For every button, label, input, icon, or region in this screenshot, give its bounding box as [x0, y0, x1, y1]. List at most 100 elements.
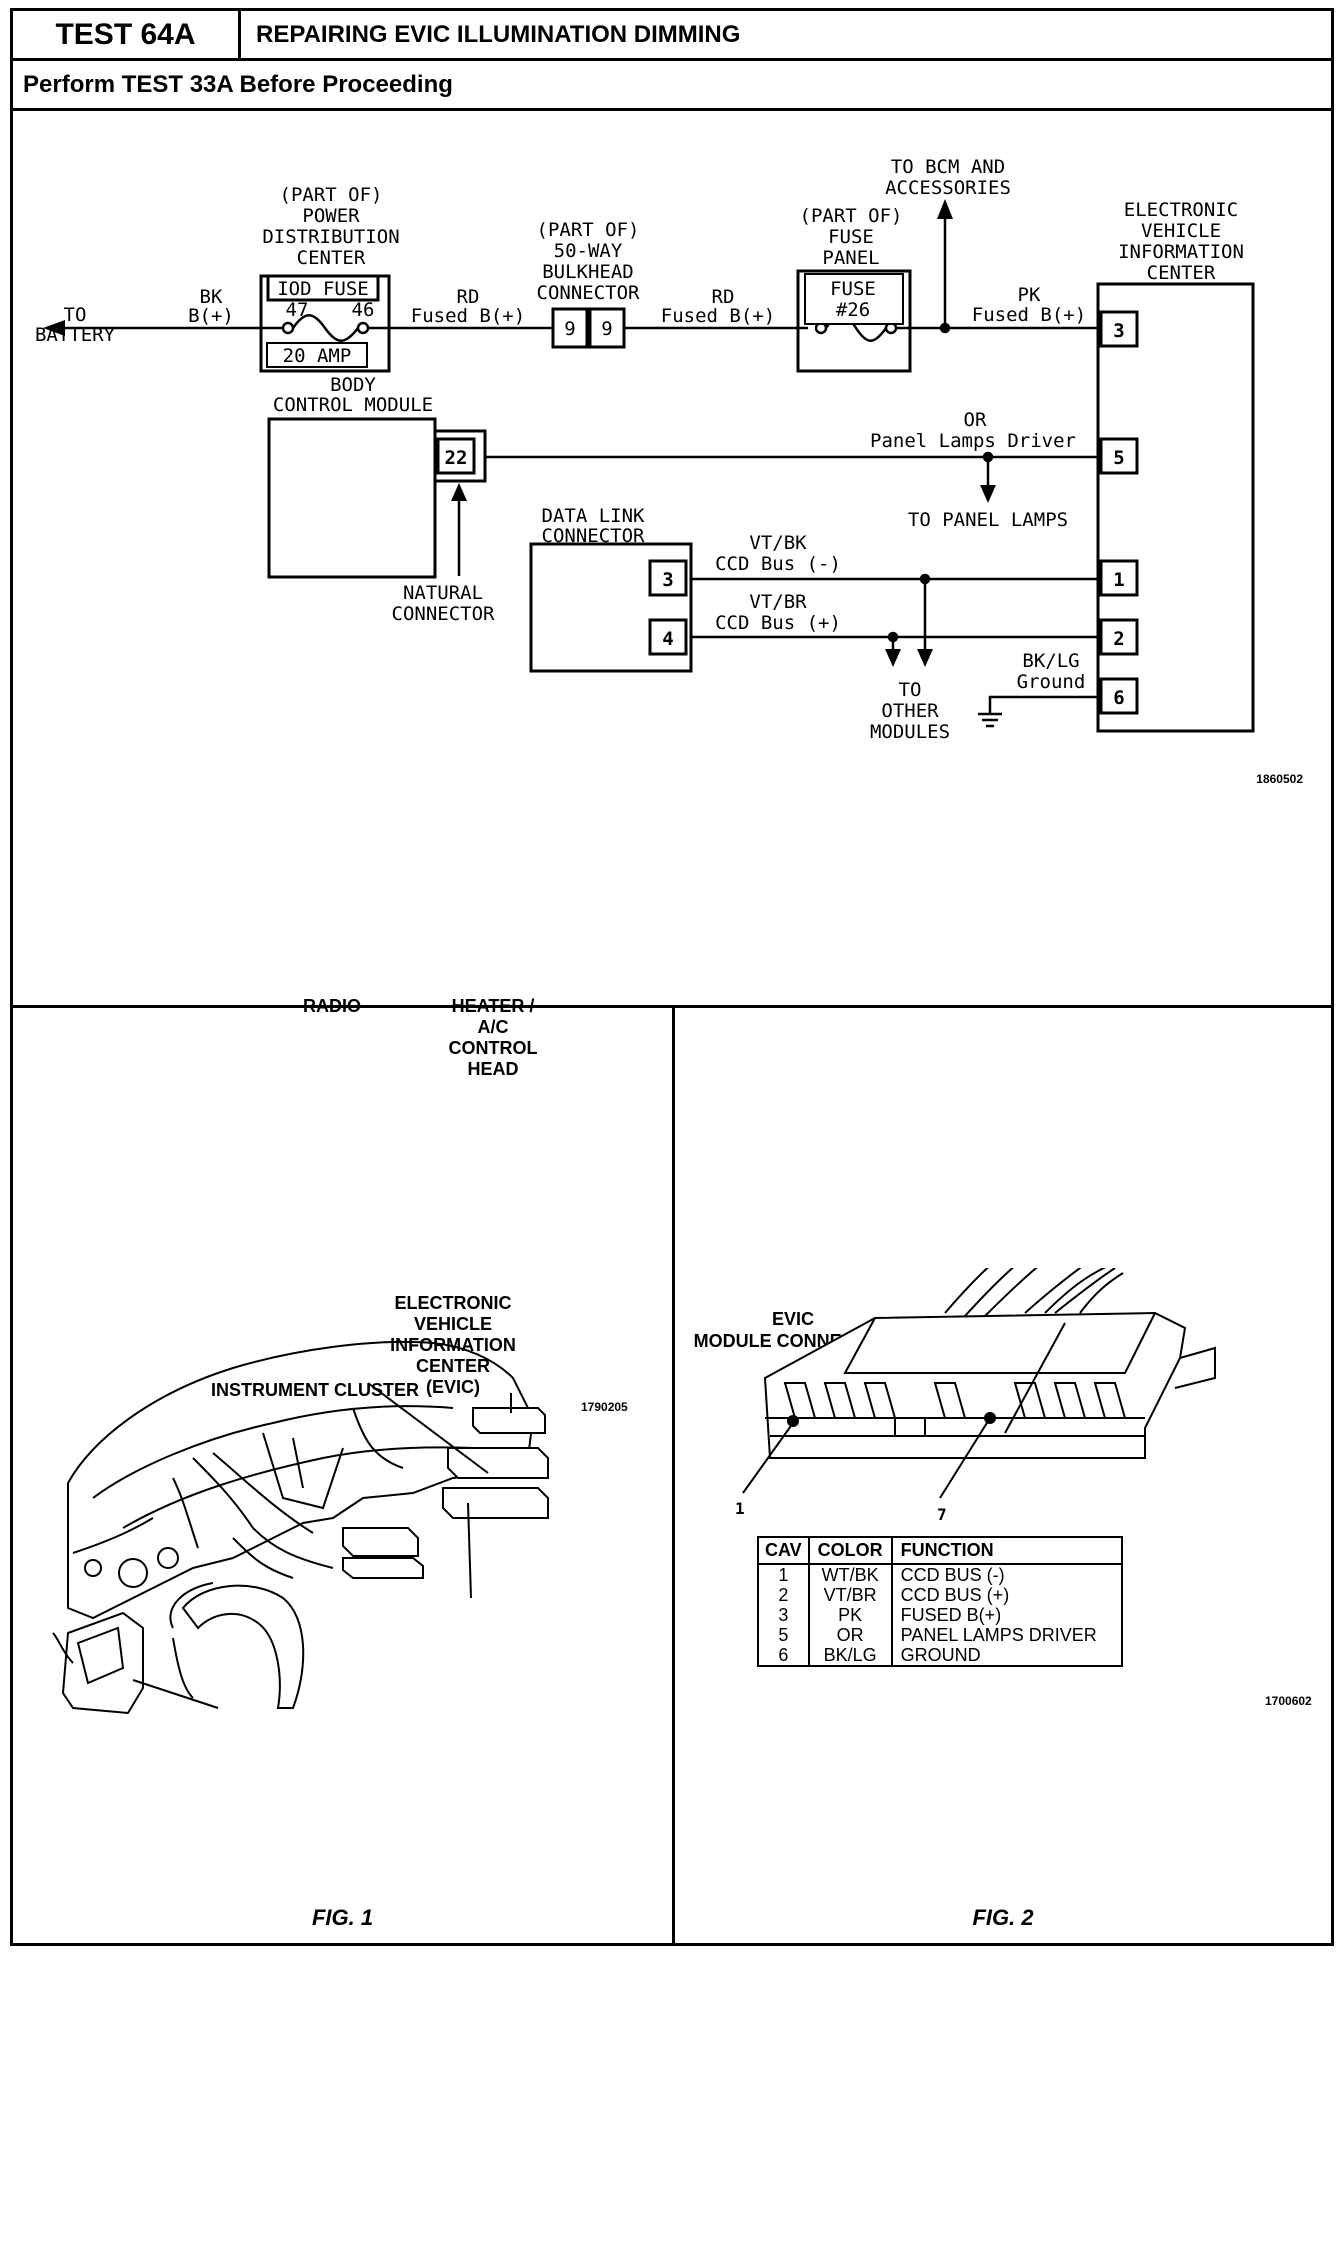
to-battery-label-2: BATTERY	[35, 324, 116, 346]
to-other-label-3: MODULES	[870, 721, 950, 743]
rd-wire-2-color: RD	[712, 286, 735, 308]
bulkhead-pin-b-label: 9	[601, 318, 612, 340]
bulkhead-label-1: (PART OF)	[537, 219, 640, 241]
page-frame: TEST 64A REPAIRING EVIC ILLUMINATION DIM…	[10, 8, 1334, 1946]
evic-box-drawing	[442, 1487, 549, 1519]
dlc-pin-4: 4	[662, 628, 673, 650]
to-panel-lamps-label: TO PANEL LAMPS	[908, 509, 1068, 531]
evic-pin-5: 5	[1113, 447, 1124, 469]
radio-label: RADIO	[303, 996, 361, 1016]
connector-title-1: EVIC	[771, 1309, 814, 1329]
pdc-pin-a: 47	[286, 299, 309, 321]
evic-fig1-label-5: (EVIC)	[426, 1377, 480, 1397]
heater-head-box	[472, 1407, 546, 1434]
cluster-bezel	[181, 1584, 305, 1709]
evic-pin-2: 2	[1113, 628, 1124, 650]
heater-label-1: HEATER /	[451, 996, 535, 1016]
schematic-ref: 1860502	[1256, 772, 1303, 786]
table-cell: OR	[807, 1625, 893, 1645]
dlc-pin-3: 3	[662, 569, 673, 591]
dash-outline	[67, 1340, 535, 1620]
evic-label: ELECTRONIC VEHICLE INFORMATION CENTER (E…	[373, 1293, 533, 1398]
test-title: REPAIRING EVIC ILLUMINATION DIMMING	[256, 21, 741, 48]
evic-label-1: ELECTRONIC	[1124, 199, 1238, 221]
fuse-panel-fuse-no: #26	[836, 299, 870, 321]
vtbk-wire-func: CCD Bus (-)	[715, 553, 841, 575]
dashboard-drawing	[52, 1340, 549, 1715]
pdc-fuse-name: IOD FUSE	[277, 278, 369, 300]
pdc-label-2: POWER	[302, 205, 360, 227]
fig1-ref: 1790205	[581, 1400, 628, 1414]
natural-connector-2: CONNECTOR	[392, 603, 496, 625]
evic-label-4: CENTER	[1147, 262, 1216, 284]
radio-box	[447, 1447, 549, 1479]
rd-wire-2-func: Fused B(+)	[661, 305, 775, 327]
ground-wire-color: BK/LG	[1022, 650, 1079, 672]
prerequisite: Perform TEST 33A Before Proceeding	[23, 71, 453, 98]
pdc-pin-b: 46	[352, 299, 375, 321]
or-wire-func: Panel Lamps Driver	[870, 430, 1076, 452]
table-cell: VT/BR	[807, 1585, 893, 1605]
fig1-panel: RADIO HEATER / A/C CONTROL HEAD ELECTRON…	[13, 996, 675, 1943]
rd-wire-1-color: RD	[457, 286, 480, 308]
vtbr-wire-color: VT/BR	[749, 591, 807, 613]
wiring-schematic: TO BATTERY BK B(+) (PART OF) POWER DISTR…	[13, 111, 1331, 1008]
to-other-label-1: TO	[899, 679, 922, 701]
evic-box	[1096, 282, 1255, 733]
fig2-caption: FIG. 2	[972, 1905, 1034, 1930]
connector-drawing: 1 7	[735, 1268, 1216, 1524]
evic-pin-1: 1	[1113, 569, 1124, 591]
ground-wire-func: Ground	[1017, 671, 1086, 693]
evic-pin-6: 6	[1113, 687, 1124, 709]
fuse-panel-fuse-name: FUSE	[830, 278, 876, 300]
vtbk-wire-color: VT/BK	[749, 532, 807, 554]
heater-label-2: A/C	[477, 1017, 509, 1037]
to-other-label-2: OTHER	[881, 700, 939, 722]
vtbr-wire-func: CCD Bus (+)	[715, 612, 841, 634]
pdc-label-4: CENTER	[297, 247, 366, 269]
table-cell: CCD BUS (+)	[890, 1585, 1123, 1605]
bulkhead-pin-a-label: 9	[564, 318, 575, 340]
pdc-rating: 20 AMP	[283, 345, 352, 367]
to-battery-label: TO	[64, 304, 87, 326]
pk-wire-color: PK	[1018, 284, 1041, 306]
table-cell: 1	[757, 1564, 810, 1585]
rd-wire-1-func: Fused B(+)	[411, 305, 525, 327]
test-number: TEST 64A	[13, 11, 241, 58]
fig2-ref: 1700602	[1265, 1694, 1312, 1708]
pin-last-label: 7	[937, 1505, 947, 1524]
bcm-pin: 22	[445, 447, 468, 469]
bulkhead-label-4: CONNECTOR	[537, 282, 641, 304]
table-cell: 6	[757, 1645, 810, 1667]
to-bcm-label-1: TO BCM AND	[891, 156, 1005, 178]
bcm-box	[267, 417, 437, 579]
table-cell: BK/LG	[807, 1645, 893, 1667]
evic-pin-3: 3	[1113, 320, 1124, 342]
table-cell: FUSED B(+)	[890, 1605, 1123, 1625]
table-cell: GROUND	[890, 1645, 1123, 1667]
pin-first-label: 1	[735, 1499, 745, 1518]
cluster-label: INSTRUMENT CLUSTER	[211, 1380, 419, 1400]
table-cell: 3	[757, 1605, 810, 1625]
fuse-panel-label-2: FUSE	[828, 226, 874, 248]
table-header: FUNCTION	[890, 1536, 1123, 1565]
evic-fig1-label-4: CENTER	[415, 1356, 490, 1376]
table-cell: CCD BUS (-)	[890, 1564, 1123, 1585]
table-cell: 2	[757, 1585, 810, 1605]
pdc-label-1: (PART OF)	[280, 184, 383, 206]
bcm-label-1: BODY	[330, 374, 376, 396]
ground-wire	[988, 695, 1098, 714]
battery-arrow	[43, 320, 65, 336]
bulkhead-pin-a	[551, 307, 589, 349]
pk-wire-func: Fused B(+)	[972, 304, 1086, 326]
table-header: CAV	[757, 1536, 810, 1565]
bk-wire-func: B(+)	[188, 305, 234, 327]
fuse-panel-label-3: PANEL	[822, 247, 879, 269]
fig1-caption: FIG. 1	[311, 1905, 374, 1930]
